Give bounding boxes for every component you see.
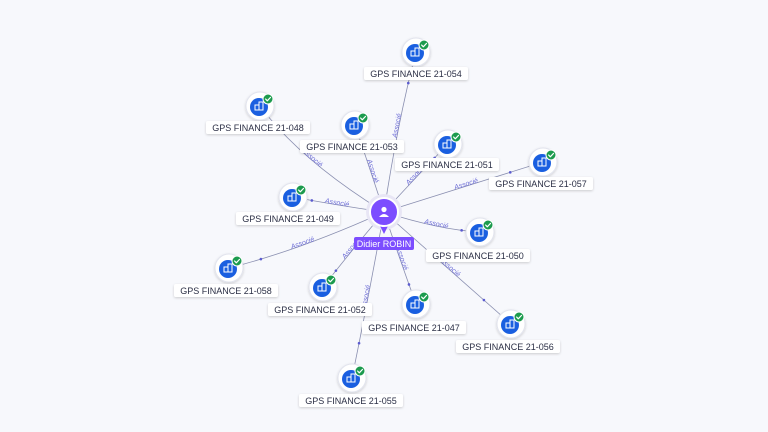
company-node[interactable]: GPS FINANCE 21-057 xyxy=(489,147,593,190)
building-icon xyxy=(505,319,515,329)
node-label-box xyxy=(489,177,593,190)
company-label: GPS FINANCE 21-058 xyxy=(180,286,272,296)
building-icon xyxy=(474,227,484,237)
company-label: GPS FINANCE 21-047 xyxy=(368,323,460,333)
node-label-box xyxy=(206,121,310,134)
verified-check-icon xyxy=(513,311,525,323)
verified-check-icon xyxy=(418,39,430,51)
node-label-box xyxy=(362,321,466,334)
building-icon xyxy=(223,263,233,273)
company-label: GPS FINANCE 21-052 xyxy=(274,305,366,315)
edge-label: Associé xyxy=(423,218,450,230)
company-label: GPS FINANCE 21-055 xyxy=(305,396,397,406)
node-label-box xyxy=(299,394,403,407)
verified-check-icon xyxy=(357,112,369,124)
relation-edge xyxy=(351,211,385,379)
relation-edge xyxy=(383,211,512,325)
edge-arrow xyxy=(259,257,263,261)
company-node[interactable]: GPS FINANCE 21-050 xyxy=(426,217,530,262)
edge-arrow xyxy=(310,199,314,202)
building-icon xyxy=(410,47,420,57)
company-node[interactable]: GPS FINANCE 21-047 xyxy=(362,289,466,334)
person-label: Didier ROBIN xyxy=(357,239,412,249)
verified-check-icon xyxy=(450,131,462,143)
company-label: GPS FINANCE 21-053 xyxy=(306,142,398,152)
person-node[interactable]: Didier ROBIN xyxy=(354,194,414,250)
company-node[interactable]: GPS FINANCE 21-056 xyxy=(456,309,560,353)
verified-check-icon xyxy=(418,291,430,303)
company-node[interactable]: GPS FINANCE 21-052 xyxy=(268,272,372,316)
company-label: GPS FINANCE 21-050 xyxy=(432,251,524,261)
node-label-box xyxy=(456,340,560,353)
node-label-box xyxy=(300,140,404,153)
company-node[interactable]: GPS FINANCE 21-049 xyxy=(236,182,340,225)
verified-check-icon xyxy=(354,365,366,377)
edge-label: Associé xyxy=(453,178,480,192)
verified-check-icon xyxy=(231,255,243,267)
building-icon xyxy=(410,299,420,309)
relation-edge xyxy=(228,211,385,269)
verified-check-icon xyxy=(545,149,557,161)
node-label-box xyxy=(426,249,530,262)
edge-label: Associé xyxy=(323,198,349,209)
edge-arrow xyxy=(407,283,411,286)
node-label-box xyxy=(364,67,468,80)
building-icon xyxy=(287,192,297,202)
company-label: GPS FINANCE 21-048 xyxy=(212,123,304,133)
edge-label: Associé xyxy=(365,158,380,185)
edge-label: Associé xyxy=(361,284,373,310)
person-label-box xyxy=(354,237,414,250)
company-label: GPS FINANCE 21-049 xyxy=(242,214,334,224)
edge-arrow xyxy=(357,341,361,345)
edge-arrow xyxy=(334,269,338,272)
person-icon xyxy=(379,206,389,217)
node-label-box xyxy=(174,284,278,297)
verified-check-icon xyxy=(262,93,274,105)
building-icon xyxy=(346,373,356,383)
person-pin-tail xyxy=(380,226,388,234)
company-node[interactable]: GPS FINANCE 21-053 xyxy=(300,110,404,153)
edge-arrow xyxy=(482,298,486,302)
node-label-box xyxy=(395,158,499,171)
building-icon xyxy=(349,120,359,130)
edge-arrow xyxy=(406,81,410,85)
edge-arrow xyxy=(508,171,512,174)
verified-check-icon xyxy=(325,274,337,286)
relation-edge xyxy=(383,161,544,213)
company-label: GPS FINANCE 21-051 xyxy=(401,160,493,170)
company-label: GPS FINANCE 21-056 xyxy=(462,342,554,352)
company-node[interactable]: GPS FINANCE 21-051 xyxy=(395,129,499,171)
building-icon xyxy=(442,139,452,149)
verified-check-icon xyxy=(482,219,494,231)
relation-edge xyxy=(259,105,385,213)
building-icon xyxy=(254,101,264,111)
company-node[interactable]: GPS FINANCE 21-048 xyxy=(206,91,310,134)
company-label: GPS FINANCE 21-057 xyxy=(495,179,587,189)
node-label-box xyxy=(268,303,372,316)
company-node[interactable]: GPS FINANCE 21-058 xyxy=(174,253,278,297)
company-node[interactable]: GPS FINANCE 21-055 xyxy=(299,363,403,407)
edge-label: Associé xyxy=(289,236,315,251)
company-label: GPS FINANCE 21-054 xyxy=(370,69,462,79)
verified-check-icon xyxy=(295,184,307,196)
node-label-box xyxy=(236,212,340,225)
building-icon xyxy=(317,282,327,292)
edge-label: Associé xyxy=(391,113,403,139)
edge-arrow xyxy=(460,229,463,232)
company-node[interactable]: GPS FINANCE 21-054 xyxy=(364,37,468,80)
building-icon xyxy=(537,157,547,167)
